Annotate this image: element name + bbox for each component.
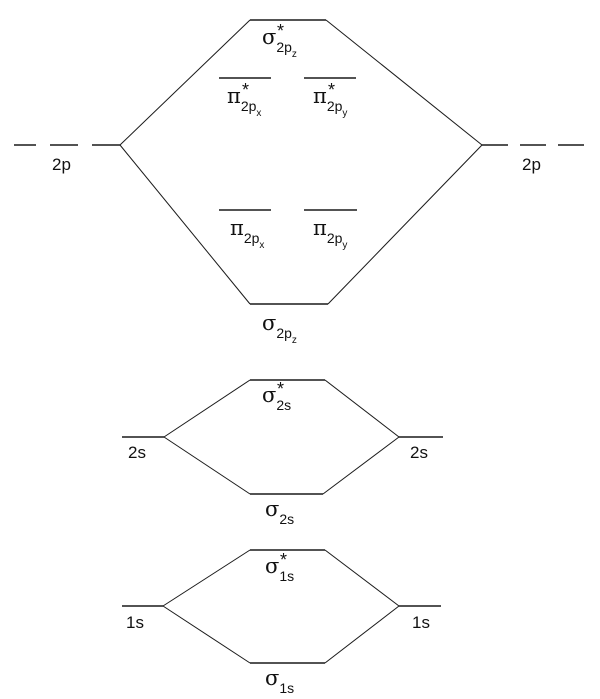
sigma-symbol: σ: [262, 383, 276, 407]
orbital-subscript: 2s: [276, 397, 291, 413]
pi-star-2px-label: π2px: [227, 84, 261, 119]
sigma-star-2s-label: σ2s: [262, 383, 291, 413]
connector-right-2s-to-sigma-2s: [322, 436, 400, 495]
pi-symbol: π: [227, 84, 241, 108]
sigma-2s-label: σ2s: [265, 497, 294, 527]
connector-right-2p-to-sigma-2pz: [327, 144, 483, 305]
connector-right-2p-to-sigma-star-2pz: [325, 19, 483, 146]
right-2p-label: 2p: [522, 155, 541, 174]
connector-left-2s-to-sigma-2s: [163, 436, 251, 495]
connector-left-1s-to-sigma-1s: [162, 605, 251, 664]
axis-subscript: y: [342, 108, 347, 119]
connector-right-2s-to-sigma-star-2s: [324, 379, 400, 438]
orbital-subscript: 2p: [241, 98, 257, 114]
sigma-star-1s-label: σ1s: [265, 554, 294, 584]
sigma-star-2pz-star: *: [277, 21, 284, 41]
sigma-2pz-label: σ2pz: [262, 311, 297, 346]
orbital-subscript: 2p: [327, 230, 343, 246]
connector-right-1s-to-sigma-1s: [324, 605, 400, 664]
axis-subscript: z: [292, 49, 297, 60]
connector-left-2p-to-sigma-2pz: [119, 144, 251, 305]
connector-right-1s-to-sigma-star-1s: [324, 549, 400, 607]
connector-left-1s-to-sigma-star-1s: [162, 549, 251, 607]
left-2s-label: 2s: [128, 443, 146, 462]
orbital-subscript: 2p: [276, 39, 292, 55]
right-2s-label: 2s: [410, 443, 428, 462]
axis-subscript: x: [256, 108, 261, 119]
sigma-symbol: σ: [265, 666, 279, 690]
pi-symbol: π: [313, 216, 327, 240]
orbital-subscript: 1s: [279, 568, 294, 584]
right-1s-label: 1s: [412, 613, 430, 632]
sigma-symbol: σ: [265, 554, 279, 578]
left-1s-label: 1s: [126, 613, 144, 632]
sigma-star-1s-star: *: [280, 550, 287, 570]
sigma-1s-label: σ1s: [265, 666, 294, 696]
sigma-symbol: σ: [262, 311, 276, 335]
connector-left-2p-to-sigma-star-2pz: [119, 19, 251, 146]
orbital-subscript: 2p: [327, 98, 343, 114]
pi-star-2py-label: π2py: [313, 84, 347, 119]
orbital-subscript: 2s: [279, 511, 294, 527]
orbital-subscript: 2p: [244, 230, 260, 246]
left-2p-label: 2p: [52, 155, 71, 174]
sigma-symbol: σ: [265, 497, 279, 521]
axis-subscript: z: [292, 335, 297, 346]
pi-star-2px-star: *: [242, 80, 249, 100]
sigma-symbol: σ: [262, 25, 276, 49]
pi-2py-label: π2py: [313, 216, 347, 251]
orbital-subscript: 2p: [276, 325, 292, 341]
connector-left-2s-to-sigma-star-2s: [163, 379, 251, 438]
axis-subscript: y: [342, 240, 347, 251]
pi-2px-label: π2px: [230, 216, 264, 251]
sigma-star-2pz-label: σ2pz: [262, 25, 297, 60]
orbital-subscript: 1s: [279, 680, 294, 696]
pi-symbol: π: [313, 84, 327, 108]
axis-subscript: x: [259, 240, 264, 251]
sigma-star-2s-star: *: [277, 379, 284, 399]
pi-symbol: π: [230, 216, 244, 240]
pi-star-2py-star: *: [328, 80, 335, 100]
